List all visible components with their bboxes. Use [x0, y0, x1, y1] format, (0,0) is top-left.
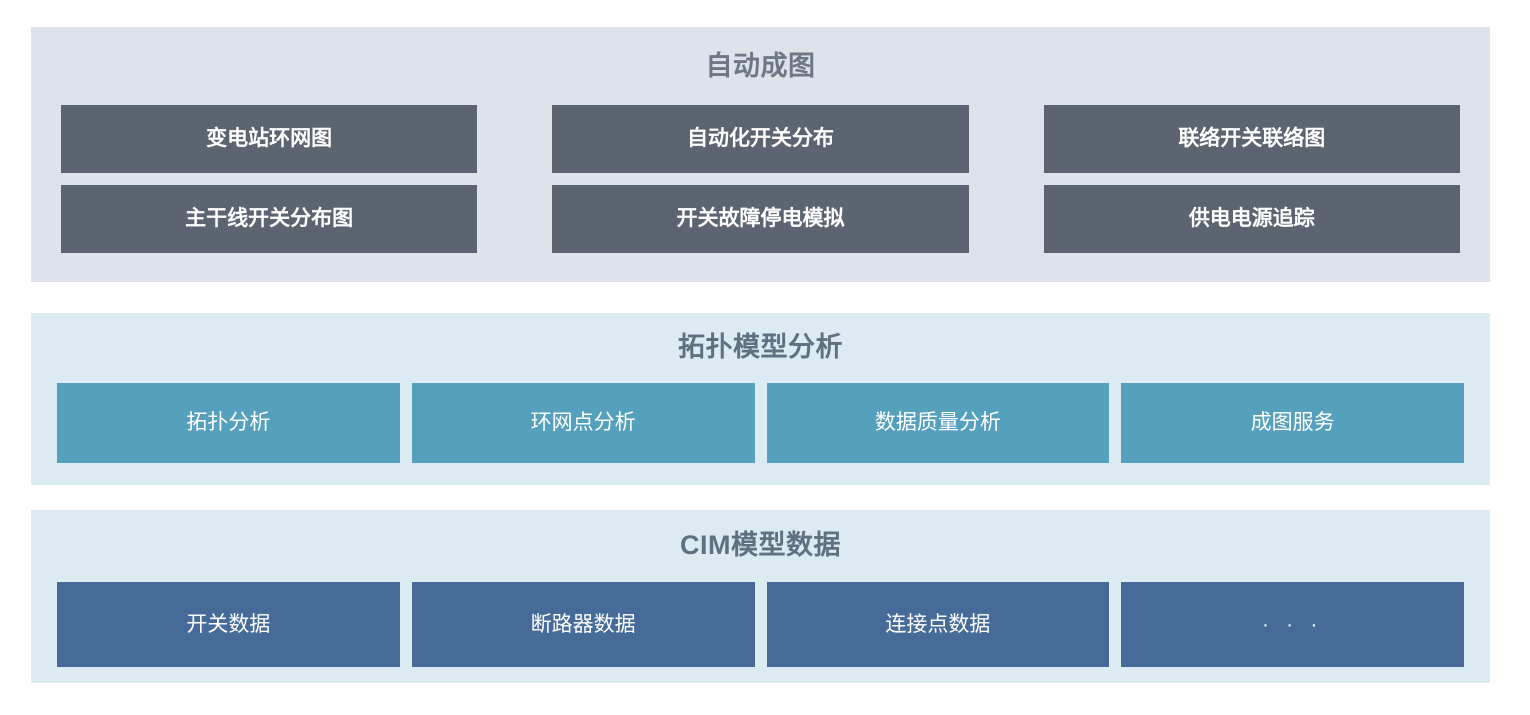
tier-row-auto-mapping-2: 主干线开关分布图 开关故障停电模拟 供电电源追踪: [31, 185, 1490, 253]
tier-title-cim-model-data: CIM模型数据: [680, 530, 841, 560]
tier-panel-auto-mapping: 自动成图 变电站环网图 自动化开关分布 联络开关联络图 主干线开关分布图 开关故…: [31, 27, 1490, 282]
button-topology-analysis[interactable]: 拓扑分析: [57, 383, 400, 463]
tier-title-topology-model-analysis: 拓扑模型分析: [678, 332, 843, 362]
tier-title-auto-mapping: 自动成图: [705, 51, 816, 81]
button-ring-network-point-analysis[interactable]: 环网点分析: [411, 383, 755, 463]
button-more-data[interactable]: · · ·: [1121, 582, 1464, 667]
button-switch-data[interactable]: 开关数据: [57, 582, 400, 667]
button-mapping-service[interactable]: 成图服务: [1121, 383, 1464, 463]
button-trunk-line-switch-distribution-diagram[interactable]: 主干线开关分布图: [61, 185, 478, 253]
tier-row-auto-mapping-1: 变电站环网图 自动化开关分布 联络开关联络图: [31, 105, 1490, 173]
button-circuit-breaker-data[interactable]: 断路器数据: [411, 582, 755, 667]
tier-panel-cim-model-data: CIM模型数据 开关数据 断路器数据 连接点数据 · · ·: [31, 510, 1490, 683]
tier-row-topology-1: 拓扑分析 环网点分析 数据质量分析 成图服务: [31, 383, 1490, 463]
button-data-quality-analysis[interactable]: 数据质量分析: [766, 383, 1110, 463]
tier-row-cim-1: 开关数据 断路器数据 连接点数据 · · ·: [31, 582, 1490, 667]
button-automation-switch-distribution[interactable]: 自动化开关分布: [552, 105, 969, 173]
button-connectivity-node-data[interactable]: 连接点数据: [766, 582, 1110, 667]
button-tie-switch-connection-diagram[interactable]: 联络开关联络图: [1043, 105, 1460, 173]
button-power-supply-source-tracing[interactable]: 供电电源追踪: [1043, 185, 1460, 253]
button-switch-fault-outage-simulation[interactable]: 开关故障停电模拟: [552, 185, 969, 253]
button-substation-ring-network-diagram[interactable]: 变电站环网图: [61, 105, 478, 173]
tier-panel-topology-model-analysis: 拓扑模型分析 拓扑分析 环网点分析 数据质量分析 成图服务: [31, 313, 1490, 485]
